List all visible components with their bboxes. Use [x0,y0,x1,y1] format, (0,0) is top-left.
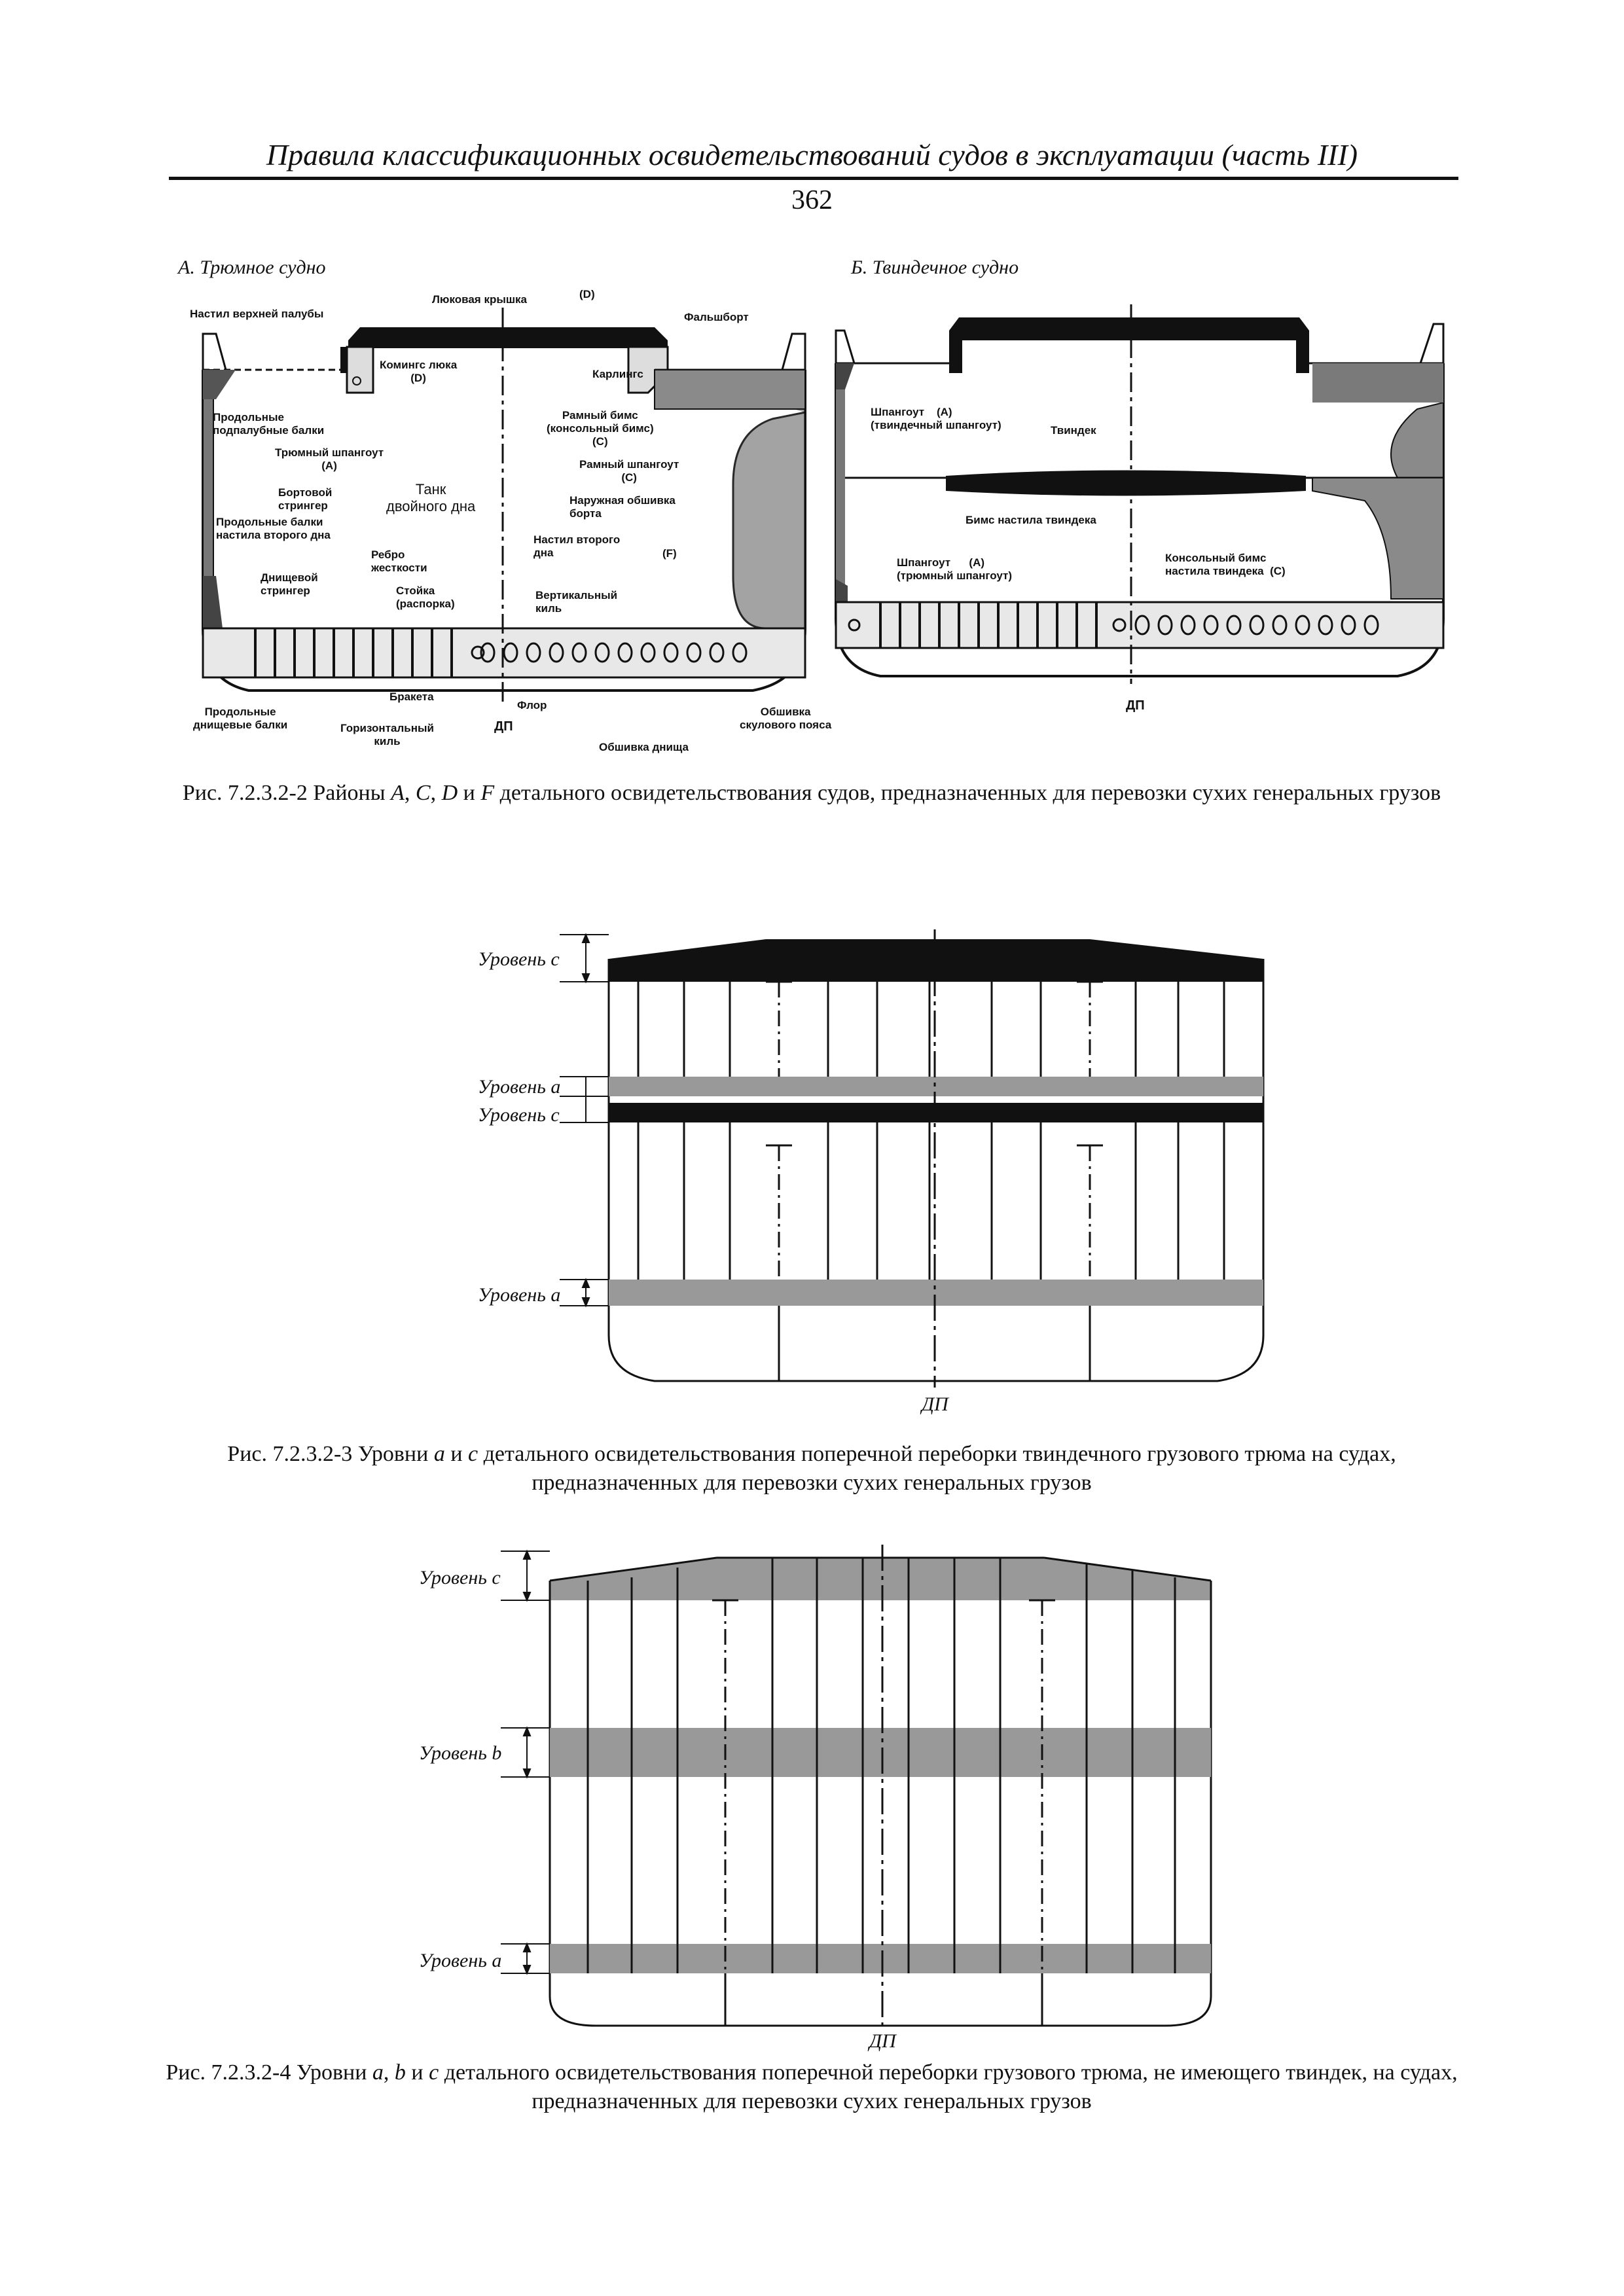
panel-a-cross-section [202,308,806,707]
label-upper-deck: Настил верхней палубы [190,308,324,320]
panel-b-cross-section [835,304,1445,684]
label-stiffener: Ребро жесткости [371,548,427,574]
label-hold-frame: Трюмный шпангоут (А) [275,446,384,472]
fig3-level-c: Уровень c [419,1567,501,1588]
label-bottom-plating: Обшивка днища [599,741,689,753]
panel-b-title: Б. Твиндечное судно [851,257,1019,278]
fig3-centerline-label: ДП [869,2030,896,2052]
label-floor: Флор [517,699,547,711]
label-vertical-keel: Вертикальный киль [535,589,618,615]
label-bilge-plating: Обшивка скулового пояса [740,706,832,731]
label-bulwark: Фальшборт [684,311,749,323]
label-side-shell: Наружная обшивка борта [569,494,676,520]
label-tween-deck: Твиндек [1051,424,1096,437]
label-cantilever-beam: Консольный бимс настила твиндека (C) [1165,552,1286,577]
fig2-level-c-mid: Уровень c [478,1104,560,1126]
fig3-level-a: Уровень a [419,1950,501,1971]
label-bottom-longitudinals: Продольные днищевые балки [193,706,288,731]
label-side-stringer: Бортовой стрингер [278,486,333,512]
label-double-bottom-tank: Танк двойного дна [386,481,476,514]
fig2-centerline-label: ДП [920,1393,950,1415]
label-deck-longitudinals: Продольные подпалубные балки [213,411,325,437]
fig2-level-a-bottom: Уровень a [478,1284,560,1306]
label-centerline-a: ДП [494,719,513,734]
figure2-caption: Рис. 7.2.3.2-3 Уровни a и c детального о… [227,1442,1396,1495]
figure1-caption: Рис. 7.2.3.2-2 Районы A, C, D и F деталь… [182,781,1441,805]
label-girder: Карлингс [592,368,643,380]
fig3-level-b: Уровень b [419,1742,501,1764]
figure3-caption: Рис. 7.2.3.2-4 Уровни a, b и c детальног… [166,2060,1458,2113]
label-tween-frame: Шпангоут (А) (твиндечный шпангоут) [871,406,1001,431]
label-centerline-b: ДП [1126,698,1145,713]
label-hold-frame-b: Шпангоут (А) (трюмный шпангоут) [897,556,1013,582]
label-inner-bottom: Настил второго дна [533,533,621,559]
label-bracket: Бракета [389,691,434,703]
running-header: Правила классификационных освидетельство… [266,138,1358,171]
page-number: 362 [791,185,833,215]
label-inner-bottom-longitudinals: Продольные балки настила второго дна [216,516,331,541]
figure2-bulkhead-tweendeck: Уровень c Уровень a Уровень c Уровень a … [478,929,1265,1415]
label-hatch-cover-code: (D) [579,288,595,300]
label-tween-beam: Бимс настила твиндека [965,514,1096,526]
label-web-frame: Рамный шпангоут (C) [579,458,679,484]
panel-a-title: А. Трюмное судно [178,257,326,278]
header-rule [169,177,1458,180]
label-bottom-stringer: Днищевой стрингер [261,571,318,597]
label-hatch-cover: Люковая крышка [432,293,527,306]
fig2-level-a-mid: Уровень a [478,1076,560,1098]
label-strut: Стойка (распорка) [396,584,455,610]
label-horizontal-keel: Горизонтальный киль [340,722,434,747]
fig2-level-c-top: Уровень c [478,948,560,970]
label-inner-bottom-code: (F) [662,547,677,560]
figure3-bulkhead-hold: Уровень c Уровень b Уровень a [419,1545,1212,2029]
label-web-beam: Рамный бимс (консольный бимс) (C) [547,409,654,448]
label-hatch-coaming: Комингс люка (D) [380,359,458,384]
